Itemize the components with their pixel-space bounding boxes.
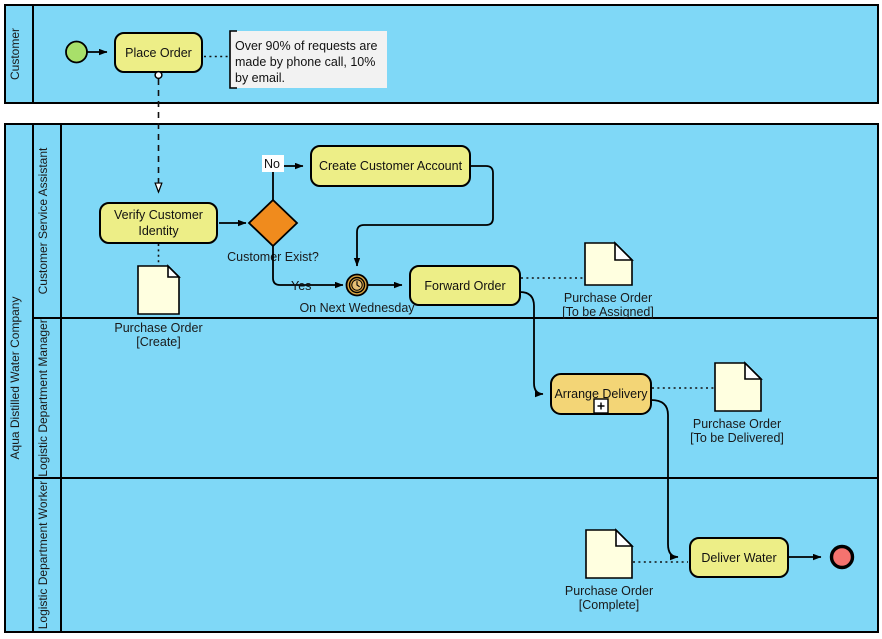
task-deliver-water[interactable]: Deliver Water [689,537,789,578]
flow-label-no: No [262,155,284,172]
message-flow-place-order-to-verify [155,70,163,192]
end-event[interactable] [829,544,855,570]
task-place-order[interactable]: Place Order [114,32,203,73]
annotation-line-1: Over 90% of requests are [235,39,377,53]
data-purchase-order-create[interactable]: Purchase Order [Create] [114,264,203,349]
flow-forward-order-to-arrange-delivery [519,291,544,398]
data-purchase-order-complete[interactable]: Purchase Order [Complete] [565,528,653,612]
annotation-requests: Over 90% of requests are made by phone c… [229,30,387,89]
flow-label-yes-text: Yes [291,279,311,293]
task-forward-order[interactable]: Forward Order [409,265,521,306]
timer-event[interactable]: On Next Wednesday [299,273,415,316]
pool-customer-label: Customer [8,28,22,80]
data-purchase-order-complete-line2: [Complete] [579,598,639,612]
task-forward-order-label: Forward Order [424,279,505,293]
lane-logistic-department-worker-label: Logistic Department Worker [36,481,50,630]
data-purchase-order-to-be-delivered-line2: [To be Delivered] [690,431,784,445]
task-create-customer-account[interactable]: Create Customer Account [310,145,471,187]
data-purchase-order-to-be-assigned[interactable]: Purchase Order [To be Assigned] [562,241,654,319]
annotation-line-3: by email. [235,71,285,85]
data-purchase-order-to-be-assigned-line2: [To be Assigned] [562,305,654,319]
data-purchase-order-to-be-assigned-line1: Purchase Order [564,291,652,305]
flow-arrange-delivery-to-deliver-water [650,399,679,561]
task-place-order-label: Place Order [125,46,192,60]
task-deliver-water-label: Deliver Water [701,551,776,565]
pool-company-label: Aqua Distilled Water Company [8,297,22,460]
data-purchase-order-create-line2: [Create] [136,335,180,349]
sub-process-plus-icon [597,402,605,410]
data-purchase-order-complete-line1: Purchase Order [565,584,653,598]
flow-create-account-to-timer [353,165,494,267]
task-arrange-delivery[interactable]: Arrange Delivery [550,373,652,415]
flow-gateway-yes-to-timer [272,246,344,289]
task-verify-customer-identity-label-line1: Verify Customer [114,208,203,222]
data-purchase-order-to-be-delivered[interactable]: Purchase Order [To be Delivered] [690,361,784,445]
flow-label-no-text: No [264,157,280,171]
task-verify-customer-identity-label-line2: Identity [138,224,179,238]
start-event[interactable] [65,40,88,64]
timer-event-label: On Next Wednesday [299,301,415,315]
annotation-line-2: made by phone call, 10% [235,55,375,69]
data-purchase-order-create-line1: Purchase Order [114,321,202,335]
task-arrange-delivery-label: Arrange Delivery [554,387,648,401]
lane-logistic-department-manager-label: Logistic Department Manager [36,319,50,476]
task-verify-customer-identity[interactable]: Verify Customer Identity [99,202,218,244]
lane-customer-service-assistant-label: Customer Service Assistant [36,147,50,294]
data-purchase-order-to-be-delivered-line1: Purchase Order [693,417,781,431]
task-create-customer-account-label: Create Customer Account [319,159,463,173]
